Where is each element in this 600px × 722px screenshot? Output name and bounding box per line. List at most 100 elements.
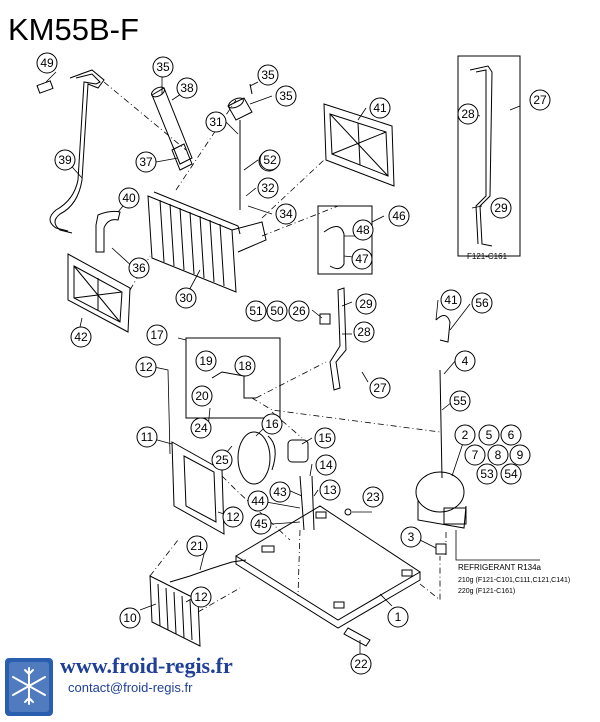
part-bubble-26: 26 <box>288 300 310 322</box>
part-bubble-label: 42 <box>74 330 88 344</box>
part-bubble-label: 35 <box>279 89 293 103</box>
part-bubble-38: 38 <box>176 77 198 99</box>
part-bubble-31: 31 <box>205 111 227 133</box>
part-bubble-1: 1 <box>387 606 409 628</box>
part-bubble-12: 12 <box>135 356 157 378</box>
part-bubble-6: 6 <box>500 424 522 446</box>
part-bubble-29: 29 <box>490 197 512 219</box>
part-bubble-label: 12 <box>194 590 208 604</box>
part-bubble-label: 28 <box>357 325 371 339</box>
part-bubble-label: 27 <box>373 381 387 395</box>
part-bubble-label: 54 <box>504 467 518 481</box>
part-bubble-label: 41 <box>444 293 458 307</box>
part-bubble-label: 34 <box>279 207 293 221</box>
parts-line-art <box>36 55 521 647</box>
part-bubble-19: 19 <box>195 350 217 372</box>
box-model-label: F121-C161 <box>467 252 508 261</box>
part-bubble-label: 39 <box>58 153 72 167</box>
alignment-lines <box>103 81 447 613</box>
part-bubble-label: 49 <box>40 56 54 70</box>
part-bubble-label: 10 <box>123 611 137 625</box>
part-bubble-47: 47 <box>351 248 373 270</box>
part-bubble-45: 45 <box>250 513 272 535</box>
part-bubble-17: 17 <box>146 324 168 346</box>
part-bubble-label: 9 <box>517 448 524 462</box>
part-bubble-51: 51 <box>245 300 267 322</box>
part-bubble-54: 54 <box>500 463 522 485</box>
part-bubble-21: 21 <box>186 535 208 557</box>
part-bubble-label: 51 <box>249 304 263 318</box>
part-bubble-41: 41 <box>440 289 462 311</box>
part-bubble-24: 24 <box>190 417 212 439</box>
part-bubble-label: 16 <box>265 417 279 431</box>
part-bubble-32: 32 <box>257 177 279 199</box>
part-bubble-18: 18 <box>234 355 256 377</box>
part-bubble-label: 46 <box>392 209 406 223</box>
part-bubble-20: 20 <box>191 385 213 407</box>
part-bubble-41: 41 <box>369 97 391 119</box>
part-bubble-30: 30 <box>175 287 197 309</box>
part-bubble-label: 14 <box>319 458 333 472</box>
part-bubble-label: 26 <box>292 304 306 318</box>
part-bubble-label: 30 <box>179 291 193 305</box>
part-bubble-label: 12 <box>139 360 153 374</box>
refrigerant-leader <box>455 548 540 561</box>
part-bubble-label: 43 <box>273 485 287 499</box>
part-bubble-49: 49 <box>36 52 58 74</box>
part-bubble-42: 42 <box>70 326 92 348</box>
email-link[interactable]: contact@froid-regis.fr <box>68 680 193 695</box>
part-bubble-9: 9 <box>509 444 531 466</box>
part-bubble-label: 55 <box>453 394 467 408</box>
part-bubble-label: 29 <box>359 297 373 311</box>
part-bubble-label: 11 <box>141 430 154 444</box>
part-bubble-35: 35 <box>275 85 297 107</box>
leader-lines <box>45 68 521 656</box>
part-bubble-label: 17 <box>150 328 164 342</box>
part-bubble-label: 29 <box>494 201 508 215</box>
part-bubble-50: 50 <box>266 300 288 322</box>
part-bubble-label: 32 <box>261 181 275 195</box>
part-bubble-label: 24 <box>194 421 208 435</box>
part-bubble-34: 34 <box>275 203 297 225</box>
part-bubble-label: 21 <box>190 539 204 553</box>
part-bubble-56: 56 <box>471 292 493 314</box>
part-bubble-label: 56 <box>475 296 489 310</box>
part-bubble-label: 20 <box>195 389 209 403</box>
part-bubble-label: 15 <box>318 431 332 445</box>
part-bubble-55: 55 <box>449 390 471 412</box>
refrigerant-charge-1: 210g (F121-C101,C111,C121,C141) <box>458 577 570 584</box>
part-bubble-16: 16 <box>261 413 283 435</box>
part-bubble-8: 8 <box>487 444 509 466</box>
part-bubble-label: 35 <box>156 60 170 74</box>
part-bubble-label: 12 <box>226 510 240 524</box>
part-bubble-label: 40 <box>122 191 136 205</box>
part-bubble-label: 53 <box>480 467 494 481</box>
part-bubble-label: 8 <box>495 448 502 462</box>
part-bubble-label: 22 <box>354 657 368 671</box>
part-bubble-label: 45 <box>254 517 268 531</box>
part-bubble-23: 23 <box>362 486 384 508</box>
part-bubble-label: 19 <box>199 354 213 368</box>
part-bubble-28: 28 <box>353 321 375 343</box>
part-bubble-label: 23 <box>366 490 380 504</box>
part-bubble-28: 28 <box>457 103 479 125</box>
part-bubble-3: 3 <box>400 526 422 548</box>
part-bubble-36: 36 <box>128 257 150 279</box>
part-bubble-label: 2 <box>462 428 469 442</box>
part-bubble-7: 7 <box>464 444 486 466</box>
part-bubble-27: 27 <box>529 89 551 111</box>
part-bubble-label: 4 <box>462 354 469 368</box>
part-bubble-39: 39 <box>54 149 76 171</box>
part-bubble-label: 6 <box>508 428 515 442</box>
website-link[interactable]: www.froid-regis.fr <box>60 653 233 678</box>
part-bubble-4: 4 <box>454 350 476 372</box>
part-bubble-27: 27 <box>369 377 391 399</box>
part-bubble-15: 15 <box>314 427 336 449</box>
part-bubble-43: 43 <box>269 481 291 503</box>
part-bubble-11: 11 <box>136 426 158 448</box>
part-bubble-label: 13 <box>323 483 337 497</box>
part-bubble-5: 5 <box>478 424 500 446</box>
part-bubble-29: 29 <box>355 293 377 315</box>
